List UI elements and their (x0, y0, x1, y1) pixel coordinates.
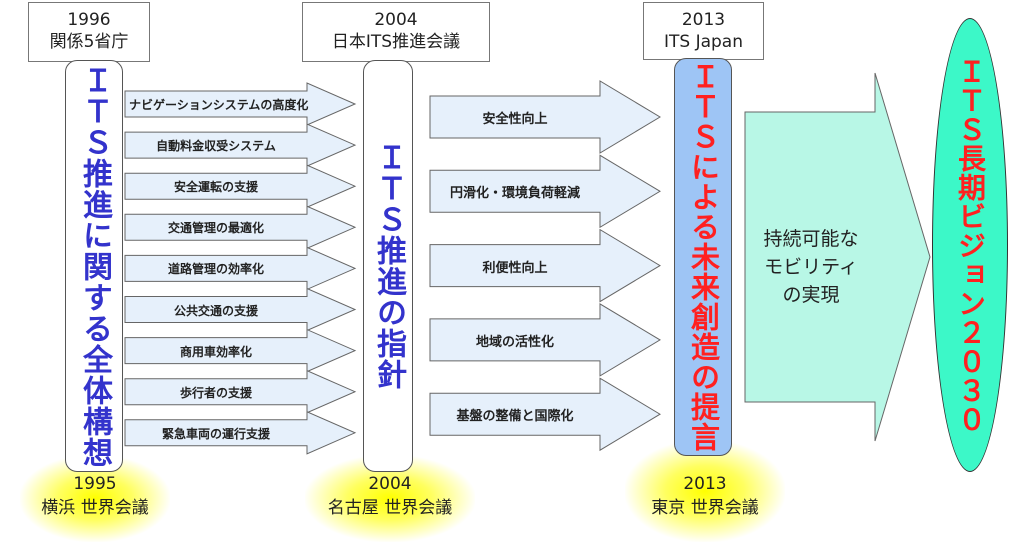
stage2-event-name: 名古屋 世界会議 (327, 498, 453, 518)
stage1-arrow (124, 164, 357, 208)
stage1-arrow (124, 123, 357, 167)
stage1-org: 関係5省庁 (49, 32, 129, 52)
stage1-arrow-label: 公共交通の支援 (173, 303, 258, 318)
stage1-arrow (124, 411, 357, 455)
stage2-arrow (429, 80, 661, 154)
stage1-arrow (124, 205, 357, 250)
stage1-year: 1996 (67, 10, 111, 30)
stage2-pill-text: ＩＴＳ推進の指針 (371, 142, 406, 390)
stage2-arrow-label: 安全性向上 (482, 112, 548, 127)
stage1-pill-text: ＩＴＳ推進に関する全体構想 (77, 64, 112, 468)
goal-text: ＩＴＳ長期ビジョン２０３０ (954, 56, 987, 434)
stage1-arrow (124, 246, 357, 291)
stage2-arrow (429, 228, 661, 303)
stage2-event-year: 2004 (368, 474, 412, 494)
stage1-arrow (124, 82, 357, 126)
stage1-arrow-label: 道路管理の効率化 (167, 262, 264, 277)
stage2-pill: ＩＴＳ推進の指針 (363, 60, 413, 472)
stage3-org-box: 2013 ITS Japan (643, 2, 764, 60)
stage1-event-year: 1995 (73, 474, 117, 494)
stage1-arrow (124, 328, 357, 373)
stage1-arrow-label: 自動料金収受システム (156, 139, 276, 154)
stage1-event-name: 横浜 世界会議 (41, 498, 149, 518)
big-arrow-line-1: 持続可能な (763, 228, 859, 250)
stage1-arrow (124, 287, 357, 332)
glow-2013 (625, 440, 785, 542)
stage3-event: 2013 東京 世界会議 (625, 472, 785, 520)
big-arrow-line-3: の実現 (782, 284, 840, 306)
stage1-event: 1995 横浜 世界会議 (20, 472, 170, 520)
stage2-arrow (429, 303, 661, 377)
stage2-arrow-label: 利便性向上 (482, 260, 548, 276)
stage1-pill: ＩＴＳ推進に関する全体構想 (65, 60, 123, 472)
stage3-org: ITS Japan (663, 32, 743, 52)
stage3-pill-text: ＩＴＳによる未来創造の提言 (686, 62, 721, 452)
stage2-arrow (429, 377, 661, 452)
stage2-arrow-label: 地域の活性化 (475, 334, 554, 350)
stage3-event-name: 東京 世界会議 (651, 498, 759, 518)
stage2-year: 2004 (374, 10, 418, 30)
stage2-arrow-label: 円滑化・環境負荷軽減 (449, 186, 580, 202)
stage2-org: 日本ITS推進会議 (331, 32, 461, 52)
stage3-year: 2013 (681, 10, 726, 30)
stage2-arrow (429, 154, 661, 229)
stage1-arrow-label: ナビゲーションシステムの高度化 (129, 98, 309, 112)
stage1-arrow-label: 交通管理の最適化 (167, 221, 264, 236)
big-arrow-text: 持続可能な モビリティ の実現 (745, 225, 877, 309)
stage3-pill: ＩＴＳによる未来創造の提言 (674, 58, 732, 456)
big-arrow (744, 72, 931, 442)
stage3-event-year: 2013 (683, 474, 727, 494)
stage1-arrow-label: 歩行者の支援 (179, 385, 252, 400)
stage2-event: 2004 名古屋 世界会議 (305, 472, 475, 520)
stage1-org-box: 1996 関係5省庁 (28, 2, 150, 62)
stage1-arrow-label: 緊急車両の運行支援 (161, 426, 270, 441)
goal-ellipse: ＩＴＳ長期ビジョン２０３０ (932, 18, 1008, 472)
big-arrow-line-2: モビリティ (764, 256, 858, 278)
stage1-arrow (124, 369, 357, 414)
stage2-org-box: 2004 日本ITS推進会議 (302, 2, 490, 62)
stage2-arrow-label: 基盤の整備と国際化 (456, 409, 574, 425)
stage1-arrow-label: 安全運転の支援 (173, 180, 258, 195)
stage1-arrow-label: 商用車効率化 (179, 344, 252, 359)
